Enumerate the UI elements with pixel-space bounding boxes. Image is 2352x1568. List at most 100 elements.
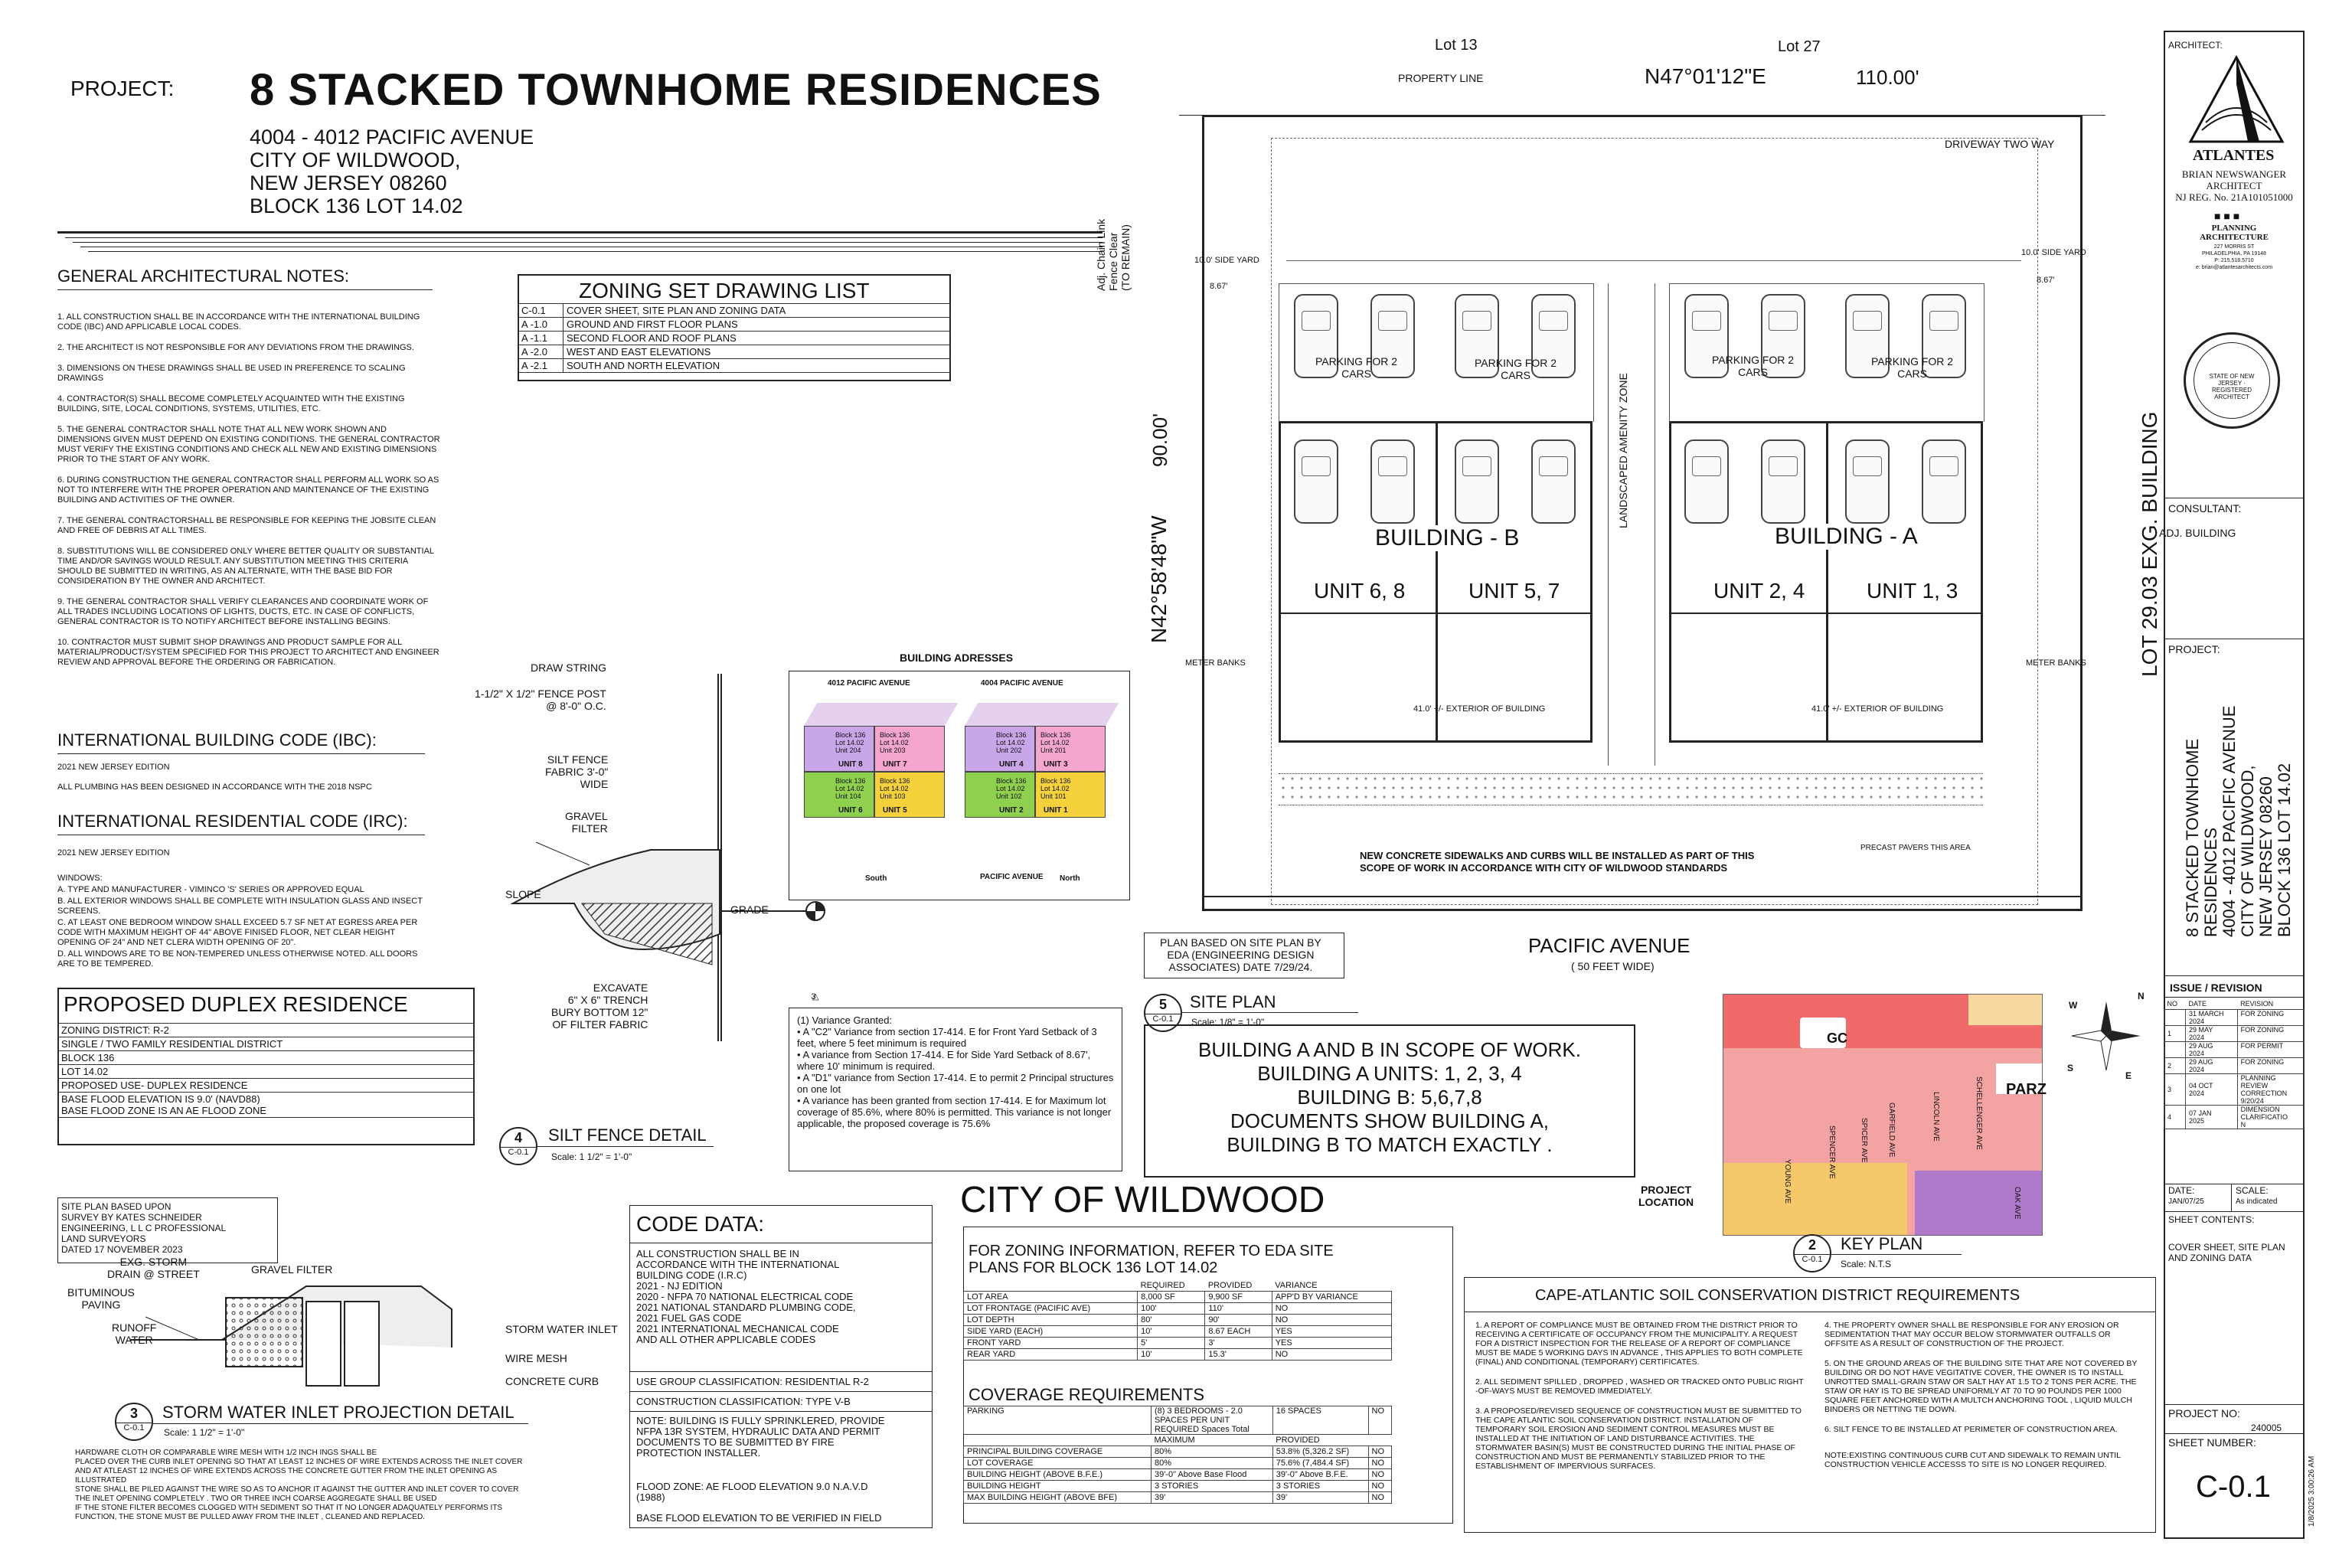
table-row: MAX BUILDING HEIGHT (ABOVE BFE)39'39'NO xyxy=(963,1491,1392,1504)
storm-label-mesh: WIRE MESH xyxy=(505,1352,567,1364)
parking-label: PARKING FOR 2 CARS xyxy=(1871,355,1954,380)
parking-label: PARKING FOR 2 CARS xyxy=(1712,354,1795,378)
lot-27-label: Lot 27 xyxy=(1778,38,1821,55)
silt-fence-drawing xyxy=(510,674,825,1041)
street-width: ( 50 FEET WIDE) xyxy=(1571,960,1655,972)
car-icon xyxy=(1455,294,1499,378)
soil-conservation: CAPE-ATLANTIC SOIL CONSERVATION DISTRICT… xyxy=(1464,1277,2156,1533)
car-icon xyxy=(1294,294,1338,378)
building-a-label: BUILDING - A xyxy=(1775,524,1918,550)
car-icon xyxy=(1845,294,1890,378)
building-addresses-title: BUILDING ADRESSES xyxy=(900,652,1014,664)
silt-label-draw-string: DRAW STRING xyxy=(531,662,607,674)
general-notes-heading: GENERAL ARCHITECTURAL NOTES: xyxy=(57,266,349,286)
key-street: GARFIELD AVE xyxy=(1887,1102,1896,1158)
project-title: 8 STACKED TOWNHOME RESIDENCES xyxy=(250,65,1102,115)
key-plan-map xyxy=(1723,994,2043,1236)
silt-label-excavate: EXCAVATE 6" X 6" TRENCH BURY BOTTOM 12" … xyxy=(551,982,648,1031)
car-icon xyxy=(1370,439,1415,524)
distance-top: 110.00' xyxy=(1856,66,1919,89)
street-name: PACIFIC AVENUE xyxy=(1528,934,1690,957)
lot-13-label: Lot 13 xyxy=(1435,37,1478,54)
silt-label-grade: GRADE xyxy=(730,903,769,916)
storm-label-paving: BITUMINOUS PAVING xyxy=(67,1286,135,1311)
adjacent-lot-label: LOT 29.03 EXG. BUILDING xyxy=(2138,411,2161,677)
key-street: YOUNG AVE xyxy=(1783,1159,1792,1204)
site-plan xyxy=(1133,31,2159,942)
city-title: CITY OF WILDWOOD xyxy=(960,1180,1325,1220)
silt-label-slope: SLOPE xyxy=(505,888,541,900)
driveway-label: DRIVEWAY TWO WAY xyxy=(1945,138,2055,150)
unit-label: UNIT 5, 7 xyxy=(1468,579,1560,603)
irc-heading: INTERNATIONAL RESIDENTIAL CODE (IRC): xyxy=(57,812,408,831)
building-b-label: BUILDING - B xyxy=(1375,525,1520,551)
car-icon xyxy=(1531,439,1576,524)
table-row: LOT FRONTAGE (PACIFIC AVE)100'110'NO xyxy=(962,1302,1393,1315)
drawing-list: ZONING SET DRAWING LIST xyxy=(518,274,951,381)
parking-label: PARKING FOR 2 CARS xyxy=(1475,357,1557,381)
code-data-heading: CODE DATA: xyxy=(636,1212,764,1236)
firm-name: ATLANTES xyxy=(2193,147,2275,164)
general-notes-list: 1. ALL CONSTRUCTION SHALL BE IN ACCORDAN… xyxy=(57,312,440,667)
silt-detail-tag: 4 C-0.1 xyxy=(499,1127,537,1165)
key-street: OAK AVE xyxy=(2013,1187,2021,1220)
variance-box: △3 (1) Variance Granted:• A "C2" Varianc… xyxy=(789,992,1122,1171)
key-street: LINCOLN AVE xyxy=(1932,1092,1940,1142)
storm-notes: HARDWARE CLOTH OR COMPARABLE WIRE MESH W… xyxy=(75,1449,523,1521)
distance-left: 90.00' xyxy=(1148,413,1171,467)
car-icon xyxy=(1922,439,1966,524)
silt-label-post: 1-1/2" X 1/2" FENCE POST @ 8'-0" O.C. xyxy=(475,688,606,712)
parking-label: PARKING FOR 2 CARS xyxy=(1315,355,1398,380)
addresses-south: South xyxy=(865,874,887,883)
property-line xyxy=(1202,115,2082,911)
key-plan-tag: 2 C-0.1 xyxy=(1793,1234,1831,1272)
unit-label: UNIT 1, 3 xyxy=(1867,579,1958,603)
building-addresses: BUILDING ADRESSES 4012 PACIFIC AVENUE 40… xyxy=(789,652,1130,900)
soil-heading: CAPE-ATLANTIC SOIL CONSERVATION DISTRICT… xyxy=(1535,1287,2020,1304)
addresses-north: North xyxy=(1060,874,1080,883)
storm-label-inlet: STORM WATER INLET xyxy=(505,1323,618,1335)
adj-building: ADJ. BUILDING xyxy=(2159,527,2236,539)
sidewalk-note: NEW CONCRETE SIDEWALKS AND CURBS WILL BE… xyxy=(1360,850,1755,874)
addresses-pacific: PACIFIC AVENUE xyxy=(980,873,1044,881)
silt-detail-title: SILT FENCE DETAIL xyxy=(548,1125,707,1145)
silt-label-fabric: SILT FENCE FABRIC 3'-0" WIDE xyxy=(545,753,609,790)
coverage-table: PARKING(8) 3 BEDROOMS - 2.0 SPACES PER U… xyxy=(963,1406,1392,1504)
property-line-label: PROPERTY LINE xyxy=(1398,72,1484,84)
storm-label-runoff: RUNOFF WATER xyxy=(112,1321,157,1346)
storm-label-curb: CONCRETE CURB xyxy=(505,1375,599,1387)
key-street: SPICER AVE xyxy=(1860,1118,1868,1163)
car-icon xyxy=(1455,439,1499,524)
duplex-box: PROPOSED DUPLEX RESIDENCE xyxy=(57,988,475,1145)
sheet-number: C-0.1 xyxy=(2196,1470,2271,1504)
scope-box: BUILDING A AND B IN SCOPE OF WORK.BUILDI… xyxy=(1144,1024,1635,1178)
car-icon xyxy=(1684,439,1729,524)
unit-label: UNIT 6, 8 xyxy=(1314,579,1406,603)
dots: ■ ■ ■ xyxy=(2214,210,2240,222)
